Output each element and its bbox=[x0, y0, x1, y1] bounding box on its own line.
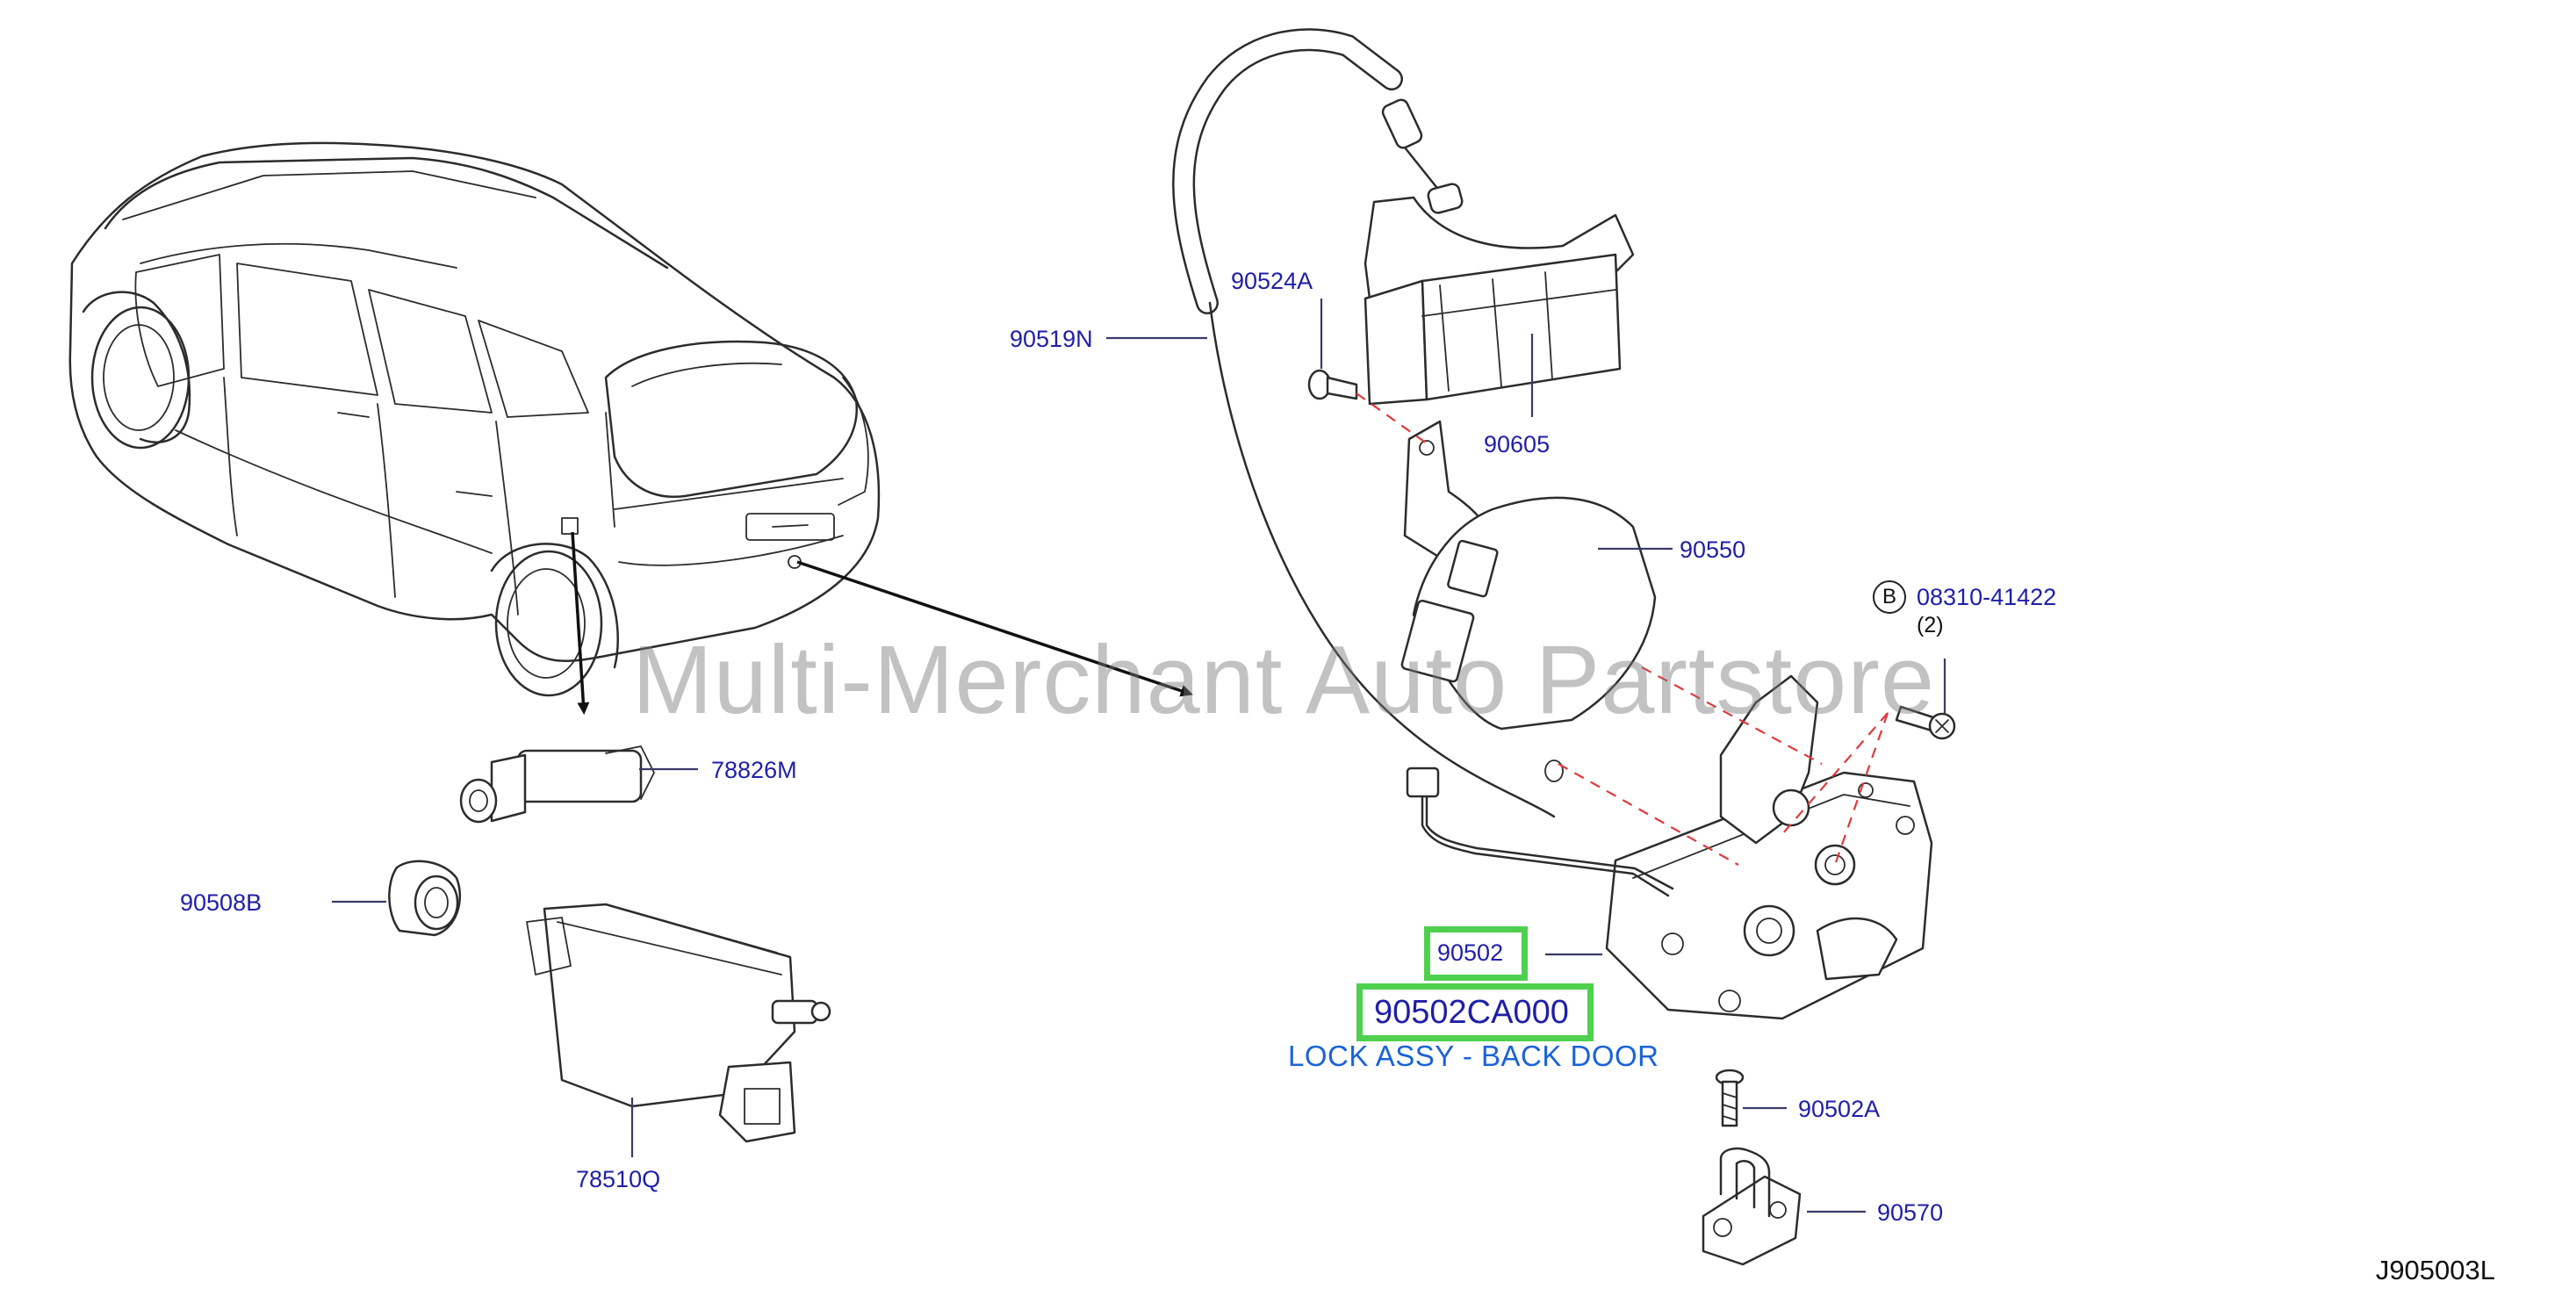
label-90524A[interactable]: 90524A bbox=[1231, 268, 1313, 294]
part-78510Q-drawing bbox=[526, 903, 831, 1157]
label-78510Q[interactable]: 78510Q bbox=[576, 1166, 661, 1192]
part-90519N-drawing bbox=[1106, 28, 1556, 818]
label-90519N[interactable]: 90519N bbox=[1010, 326, 1093, 352]
label-90508B[interactable]: 90508B bbox=[180, 889, 263, 916]
highlight-part-number bbox=[1356, 983, 1594, 1041]
label-90550[interactable]: 90550 bbox=[1680, 536, 1746, 563]
part-number-90502CA000[interactable]: 90502CA000 bbox=[1374, 994, 1569, 1031]
part-90502-drawing bbox=[1406, 674, 1933, 1020]
part-90550-drawing bbox=[1400, 420, 1673, 782]
label-90570[interactable]: 90570 bbox=[1877, 1199, 1944, 1226]
highlight-90502 bbox=[1424, 926, 1528, 981]
bolt-marker-b: B bbox=[1873, 580, 1906, 614]
part-90605-drawing bbox=[1364, 196, 1635, 417]
part-08310-drawing bbox=[1895, 659, 1956, 740]
vehicle-illustration bbox=[68, 141, 881, 697]
part-description-lock-assy[interactable]: LOCK ASSY - BACK DOOR bbox=[1288, 1040, 1659, 1072]
diagram-code: J905003L bbox=[2375, 1255, 2495, 1285]
label-08310-41422[interactable]: 08310-41422 bbox=[1917, 584, 2057, 610]
quantity-08310: (2) bbox=[1917, 613, 1944, 637]
location-arrows bbox=[571, 531, 1193, 715]
part-90524A-drawing bbox=[1307, 299, 1358, 400]
label-90502A[interactable]: 90502A bbox=[1798, 1096, 1881, 1122]
assembly-callout-lines bbox=[1356, 392, 1889, 866]
label-90502[interactable]: 90502 bbox=[1437, 939, 1504, 966]
label-90605[interactable]: 90605 bbox=[1484, 431, 1551, 457]
part-90508B-drawing bbox=[332, 860, 461, 937]
watermark: Multi-Merchant Auto Partstore bbox=[632, 626, 1936, 734]
label-78826M[interactable]: 78826M bbox=[711, 757, 797, 783]
part-90570-drawing bbox=[1702, 1147, 1866, 1266]
part-78826M-drawing bbox=[459, 745, 698, 824]
part-90502A-drawing bbox=[1715, 1069, 1787, 1127]
